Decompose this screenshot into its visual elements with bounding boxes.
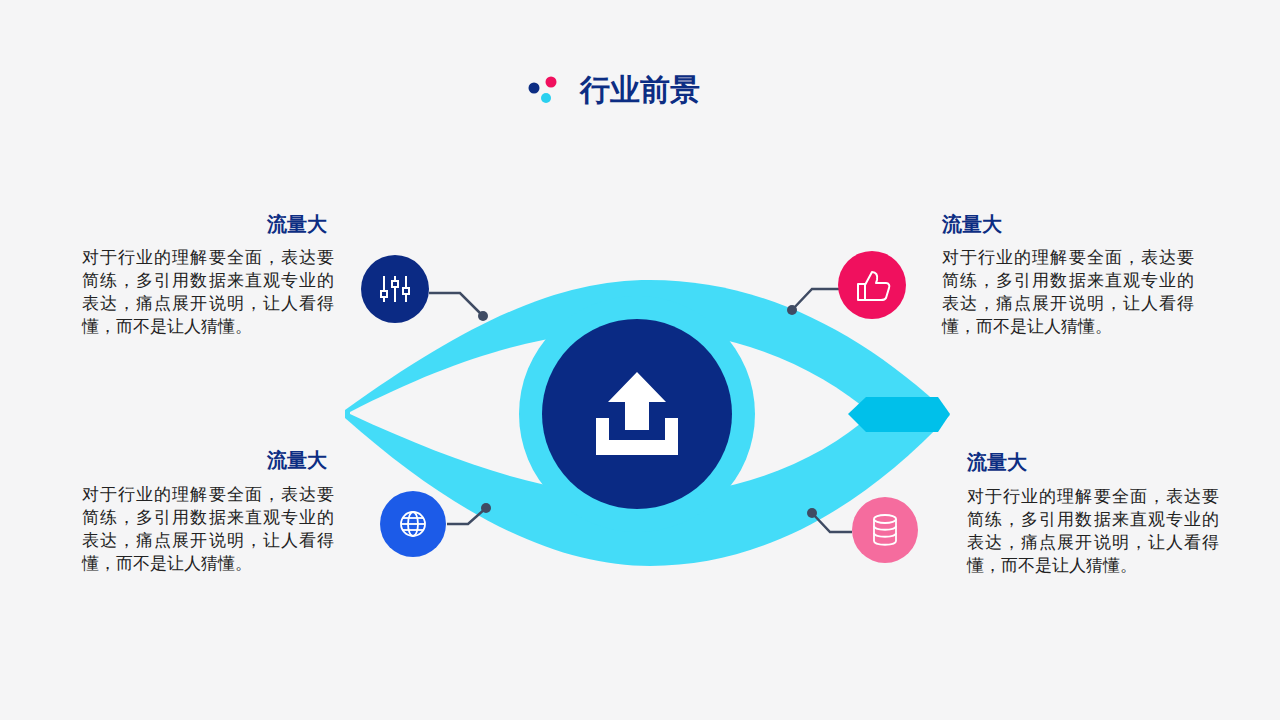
iris: [519, 296, 755, 532]
upload-icon: [596, 372, 678, 455]
title-dot: [541, 93, 551, 103]
leader-line: [429, 289, 852, 532]
eye-tip: [848, 397, 950, 432]
point-heading: 流量大: [967, 449, 1027, 476]
icon-circle: [361, 255, 429, 323]
database-icon: [874, 515, 896, 545]
globe-icon: [401, 512, 425, 536]
point-heading: 流量大: [267, 447, 327, 474]
icon-circle: [838, 251, 906, 319]
slide-title: 行业前景: [580, 70, 700, 111]
leader-dot: [478, 305, 817, 518]
point-body: 对于行业的理解要全面，表达要简练，多引用数据来直观专业的表达，痛点展开说明，让人…: [82, 246, 334, 338]
eye-outline: [345, 280, 950, 566]
title-dot: [529, 83, 540, 94]
icon-circle: [380, 491, 446, 557]
point-body: 对于行业的理解要全面，表达要简练，多引用数据来直观专业的表达，痛点展开说明，让人…: [967, 485, 1219, 577]
point-body: 对于行业的理解要全面，表达要简练，多引用数据来直观专业的表达，痛点展开说明，让人…: [942, 246, 1194, 338]
point-heading: 流量大: [942, 211, 1002, 238]
icon-circle: [852, 497, 918, 563]
title-dot: [546, 77, 557, 88]
point-body: 对于行业的理解要全面，表达要简练，多引用数据来直观专业的表达，痛点展开说明，让人…: [82, 483, 334, 575]
point-heading: 流量大: [267, 211, 327, 238]
equalizer-icon: [381, 276, 409, 302]
thumbs-up-icon: [858, 272, 889, 300]
pupil: [542, 319, 732, 509]
